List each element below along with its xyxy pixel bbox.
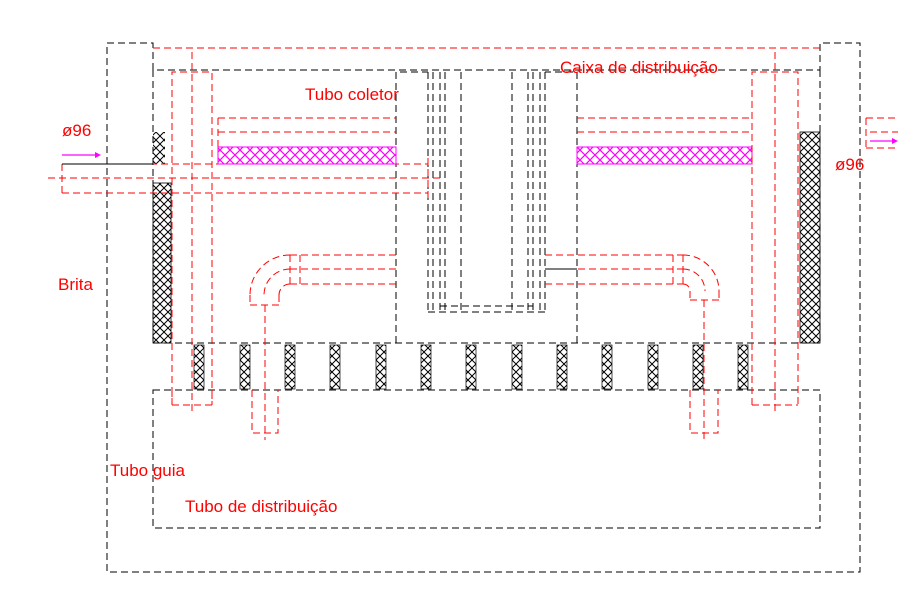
distribution-pipe-label: Tubo de distribuição [185, 497, 337, 516]
arrow-right-icon [62, 152, 101, 158]
left-guide-pipe [171, 52, 213, 412]
outer-tank [106, 42, 861, 573]
gravel-hatch-columns [193, 344, 749, 390]
inlet-diameter-label: ø96 [62, 121, 91, 140]
gravel-hatch-right [799, 131, 821, 344]
outlet-diameter-label: ø96 [835, 155, 864, 174]
right-collector-tubes [577, 117, 752, 133]
distribution-box-label: Caixa de distribuição [560, 58, 718, 77]
left-elbow-pipe [249, 254, 396, 440]
guide-pipe-label: Tubo guia [110, 461, 186, 480]
right-magenta-hatch [576, 146, 753, 165]
gravel-hatch-left [152, 182, 172, 344]
arrow-right-icon [870, 138, 898, 144]
central-distribution-box [395, 71, 578, 343]
outlet-pipe [865, 117, 898, 149]
collector-pipe-label: Tubo coletor [305, 85, 399, 104]
right-guide-pipe [751, 52, 799, 412]
gravel-hatch-left-top [153, 132, 165, 164]
left-magenta-hatch [217, 146, 397, 165]
gravel-label: Brita [58, 275, 94, 294]
left-guide-stub [171, 390, 213, 405]
right-elbow-pipe [545, 254, 720, 440]
